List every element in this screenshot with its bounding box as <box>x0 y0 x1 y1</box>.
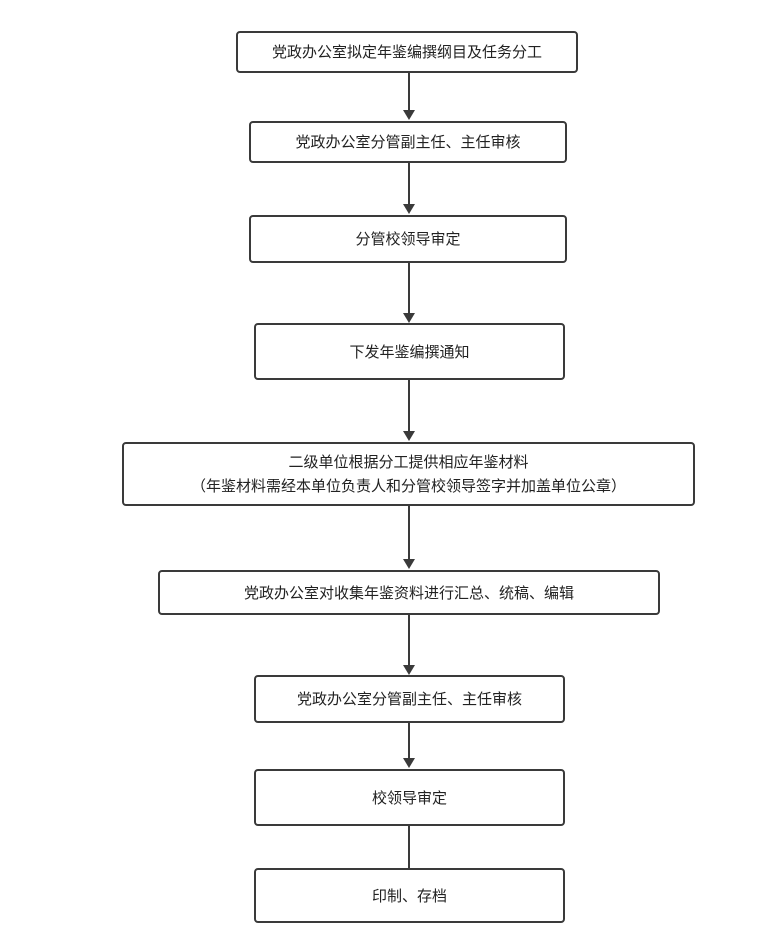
step-9-label: 印制、存档 <box>371 886 447 905</box>
step-7-label: 党政办公室分管副主任、主任审核 <box>296 690 522 708</box>
step-2-office-review: 党政办公室分管副主任、主任审核 <box>249 121 567 163</box>
step-4-issue-notice: 下发年鉴编撰通知 <box>254 323 565 380</box>
step-7-office-review: 党政办公室分管副主任、主任审核 <box>254 675 565 723</box>
step-6-label: 党政办公室对收集年鉴资料进行汇总、统稿、编辑 <box>243 583 574 602</box>
step-3-label: 分管校领导审定 <box>355 230 461 248</box>
step-6-compile-edit: 党政办公室对收集年鉴资料进行汇总、统稿、编辑 <box>158 570 660 615</box>
step-5-label: 二级单位根据分工提供相应年鉴材料 <box>288 453 529 471</box>
step-8-label: 校领导审定 <box>371 788 447 807</box>
step-2-label: 党政办公室分管副主任、主任审核 <box>295 133 521 151</box>
step-5-note: （年鉴材料需经本单位负责人和分管校领导签字并加盖单位公章） <box>190 477 626 495</box>
step-8-leader-approval: 校领导审定 <box>254 769 565 826</box>
step-9-print-archive: 印制、存档 <box>254 868 565 923</box>
step-1-draft-outline: 党政办公室拟定年鉴编撰纲目及任务分工 <box>236 31 578 73</box>
step-1-label: 党政办公室拟定年鉴编撰纲目及任务分工 <box>271 43 542 61</box>
step-4-label: 下发年鉴编撰通知 <box>349 342 470 361</box>
step-3-leader-approval: 分管校领导审定 <box>249 215 567 263</box>
step-5-submit-materials: 二级单位根据分工提供相应年鉴材料 （年鉴材料需经本单位负责人和分管校领导签字并加… <box>122 442 695 506</box>
